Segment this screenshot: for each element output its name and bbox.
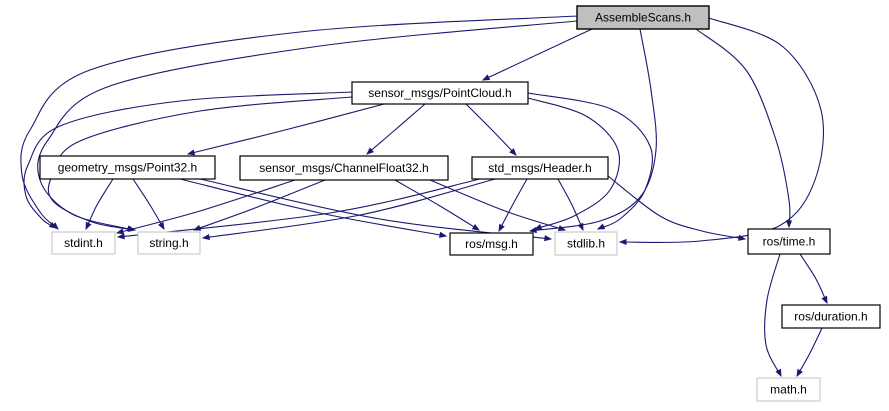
- node-box-stdlib: [554, 231, 618, 256]
- edge-rostime-to-math: [764, 253, 782, 378]
- node-label-duration: ros/duration.h: [794, 310, 867, 324]
- node-label-point32: geometry_msgs/Point32.h: [58, 161, 197, 175]
- edge-channel-to-rosmsg: [394, 179, 480, 231]
- edge-assemble-to-stdint: [20, 15, 578, 230]
- node-box-point32[interactable]: [39, 155, 216, 180]
- edge-header-to-rostime: [607, 175, 747, 241]
- edge-header-to-rosmsg: [498, 178, 528, 233]
- node-point32[interactable]: geometry_msgs/Point32.h: [39, 155, 216, 180]
- node-label-channel: sensor_msgs/ChannelFloat32.h: [259, 161, 428, 175]
- node-box-duration[interactable]: [781, 304, 881, 329]
- edge-duration-to-math: [796, 327, 823, 378]
- edge-assemble-to-rosmsg: [528, 28, 657, 234]
- edge-pointcloud-to-stdlib: [527, 92, 653, 230]
- node-label-header: std_msgs/Header.h: [488, 161, 591, 175]
- node-duration[interactable]: ros/duration.h: [781, 304, 881, 329]
- edge-assemble-to-pointcloud: [481, 28, 593, 81]
- edge-point32-to-rosmsg: [179, 178, 448, 238]
- node-assemble: AssembleScans.h: [576, 5, 710, 30]
- edges-layer: [20, 15, 828, 378]
- node-string: string.h: [137, 231, 201, 255]
- edge-channel-to-stdlib: [429, 179, 567, 231]
- nodes-layer: AssembleScans.h sensor_msgs/PointCloud.hg…: [39, 5, 881, 402]
- edge-channel-to-string: [192, 179, 326, 231]
- edge-assemble-to-rostime: [695, 28, 793, 229]
- node-label-assemble: AssembleScans.h: [595, 11, 691, 25]
- node-box-stdint: [51, 231, 116, 255]
- edge-rostime-to-duration: [799, 253, 828, 305]
- edge-header-to-string: [201, 178, 496, 241]
- node-label-string: string.h: [149, 236, 188, 250]
- node-math: math.h: [756, 377, 821, 402]
- edge-assemble-to-stdlib: [618, 17, 824, 245]
- node-stdint: stdint.h: [51, 231, 116, 255]
- node-header[interactable]: std_msgs/Header.h: [471, 156, 609, 180]
- node-box-math: [756, 377, 821, 402]
- node-box-channel[interactable]: [239, 155, 449, 181]
- edge-point32-to-string: [132, 178, 165, 230]
- node-channel[interactable]: sensor_msgs/ChannelFloat32.h: [239, 155, 449, 181]
- edge-pointcloud-to-stdint: [23, 91, 353, 229]
- node-box-rosmsg[interactable]: [449, 232, 534, 256]
- node-box-pointcloud[interactable]: [351, 81, 529, 105]
- edge-header-to-stdlib: [557, 178, 584, 232]
- node-rosmsg[interactable]: ros/msg.h: [449, 232, 534, 256]
- node-label-rostime: ros/time.h: [763, 235, 816, 249]
- edge-assemble-to-string: [37, 20, 578, 232]
- node-stdlib: stdlib.h: [554, 231, 618, 256]
- node-label-pointcloud: sensor_msgs/PointCloud.h: [368, 86, 511, 100]
- node-pointcloud[interactable]: sensor_msgs/PointCloud.h: [351, 81, 529, 105]
- node-label-rosmsg: ros/msg.h: [465, 237, 518, 251]
- node-label-stdint: stdint.h: [64, 236, 103, 250]
- edge-point32-to-stdint: [85, 178, 114, 231]
- node-box-rostime[interactable]: [747, 228, 831, 255]
- edge-channel-to-stdint: [115, 179, 296, 235]
- node-box-header[interactable]: [471, 156, 609, 180]
- node-rostime[interactable]: ros/time.h: [747, 228, 831, 255]
- node-label-stdlib: stdlib.h: [567, 237, 605, 251]
- edge-pointcloud-to-channel: [366, 103, 426, 155]
- edge-pointcloud-to-header: [465, 103, 517, 156]
- node-box-assemble: [576, 5, 710, 30]
- edge-pointcloud-to-rosmsg: [527, 97, 621, 230]
- edge-pointcloud-to-point32: [186, 103, 385, 156]
- node-label-math: math.h: [770, 383, 807, 397]
- node-box-string: [137, 231, 201, 255]
